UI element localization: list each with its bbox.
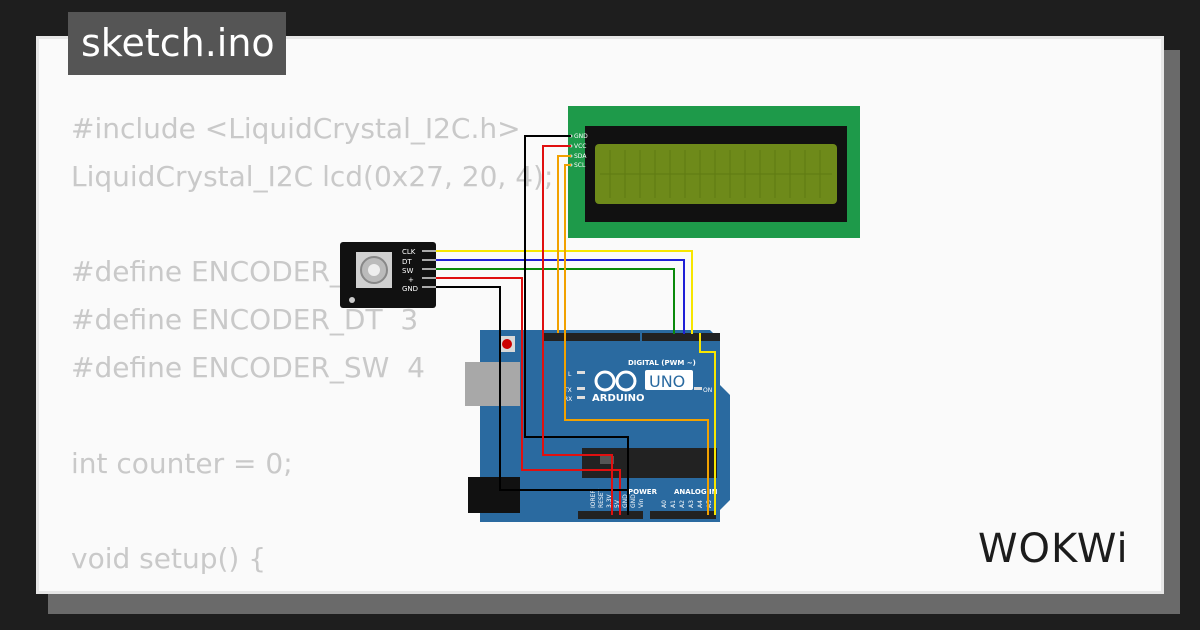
encoder-pin-label: CLK — [402, 248, 416, 256]
wire-lcd-scl — [564, 164, 709, 515]
encoder-pin-label: + — [408, 276, 414, 284]
wire-clk — [436, 250, 693, 334]
code-line: #include <LiquidCrystal_I2C.h> — [71, 112, 521, 145]
lcd-pin-label: VCC — [574, 143, 586, 150]
wokwi-logo: WOKWi — [978, 526, 1129, 572]
power-label: POWER — [628, 488, 658, 496]
arduino-model: UNO — [649, 372, 685, 391]
wire-enc-vcc — [436, 277, 621, 515]
code-line: LiquidCrystal_I2C lcd(0x27, 20, 4); — [71, 159, 554, 193]
code-line: #define ENCODER_DT 3 — [71, 303, 419, 337]
arduino-logo-icon — [594, 370, 637, 392]
analog-pin-label: A0 — [661, 500, 668, 508]
wire-lcd-scl-2 — [699, 333, 716, 515]
digital-label: DIGITAL (PWM ~) — [628, 359, 696, 367]
code-preview: #include <LiquidCrystal_I2C.h> LiquidCry… — [71, 105, 554, 591]
power-pin-label: RESET — [598, 488, 605, 508]
led-label-on: ON — [703, 387, 712, 394]
wire-lcd-vcc — [542, 145, 613, 515]
power-pin-label: 3.3V — [606, 493, 613, 508]
analog-label: ANALOG IN — [674, 488, 718, 496]
wire-sw — [436, 268, 675, 334]
analog-pin-label: A2 — [679, 500, 686, 508]
led-label-rx: RX — [564, 396, 572, 403]
encoder-pin-label: GND — [402, 285, 418, 293]
wire-lcd-gnd — [524, 135, 629, 515]
rotary-encoder[interactable]: CLK DT SW + GND — [340, 242, 436, 308]
analog-pin-label: A3 — [688, 500, 695, 508]
arduino-uno-board[interactable]: ARDUINO UNO DIGITAL (PWM ~) POWER ANALOG… — [465, 330, 730, 522]
power-pin-label: GND — [622, 494, 629, 508]
lcd-module[interactable]: GND VCC SDA SCL — [568, 106, 860, 238]
analog-pin-label: A1 — [670, 500, 677, 508]
power-pin-label: IOREF — [590, 490, 597, 508]
led-label-tx: TX — [563, 387, 572, 394]
power-pin-label: GND — [630, 494, 637, 508]
power-pin-label: 5V — [614, 499, 621, 508]
wire-lcd-sda — [557, 155, 571, 333]
analog-pin-label: A4 — [697, 500, 704, 508]
code-line: #define ENCODER_SW 4 — [71, 350, 425, 384]
led-label-l: L — [568, 371, 572, 378]
lcd-pin-label: GND — [574, 133, 588, 140]
wire-dt — [436, 259, 685, 334]
code-line: lcd.init(); — [71, 583, 553, 591]
code-line: int counter = 0; — [71, 446, 293, 480]
arduino-brand: ARDUINO — [592, 393, 644, 404]
power-pin-label: Vin — [638, 498, 645, 508]
lcd-pin-label: SCL — [574, 162, 586, 169]
analog-pin-label: A5 — [706, 500, 713, 508]
file-tab[interactable]: sketch.ino — [68, 12, 286, 75]
encoder-pin-label: DT — [402, 258, 412, 266]
code-line: void setup() { — [71, 542, 267, 576]
encoder-pin-label: SW — [402, 267, 413, 275]
lcd-pin-label: SDA — [574, 153, 587, 160]
